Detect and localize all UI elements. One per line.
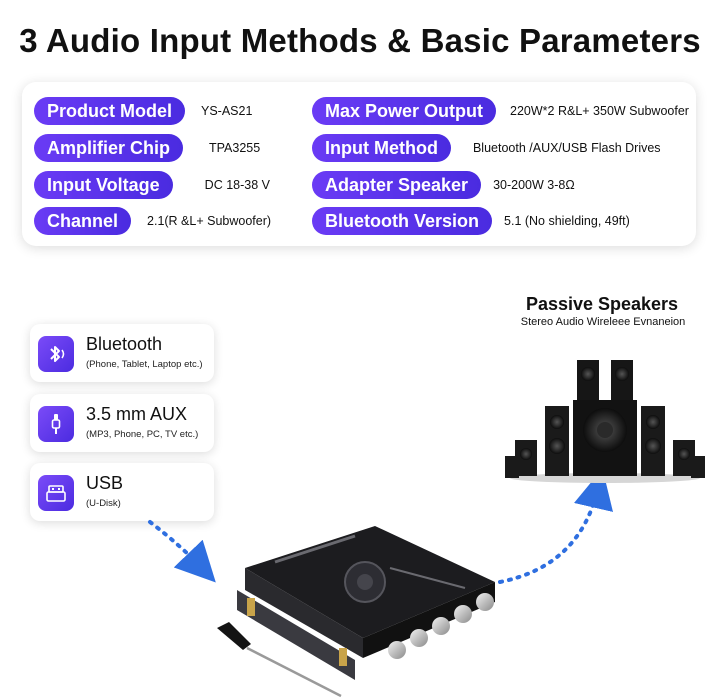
spec-row-product-model: Product Model YS-AS21 — [34, 97, 252, 125]
speakers-title: Passive Speakers — [525, 294, 679, 314]
usb-icon — [38, 475, 74, 511]
spec-label: Bluetooth Version — [312, 207, 493, 235]
spec-label: Max Power Output — [312, 97, 497, 125]
spec-label: Input Method — [312, 134, 451, 162]
spec-value: 5.1 (No shielding, 49ft) — [504, 214, 630, 228]
spec-row-input-voltage: Input Voltage DC 18-38 V — [34, 171, 270, 199]
input-card-bluetooth: Bluetooth (Phone, Tablet, Laptop etc.) — [30, 324, 214, 382]
input-subtitle: (U-Disk) — [86, 498, 121, 509]
spec-row-adapter-speaker: Adapter Speaker 30-200W 3-8Ω — [312, 171, 575, 199]
spec-value: 30-200W 3-8Ω — [493, 178, 575, 192]
spec-label: Amplifier Chip — [34, 134, 184, 162]
input-title: Bluetooth — [86, 334, 163, 354]
spec-row-channel: Channel 2.1(R &L+ Subwoofer) — [34, 207, 271, 235]
spec-value: Bluetooth /AUX/USB Flash Drives — [472, 141, 661, 155]
input-title: USB — [86, 473, 124, 493]
aux-jack-icon — [38, 406, 74, 442]
spec-value: YS-AS21 — [201, 104, 253, 118]
bluetooth-icon — [38, 336, 74, 372]
arrow-board-to-speakers — [498, 468, 613, 584]
input-subtitle: (Phone, Tablet, Laptop etc.) — [86, 359, 203, 370]
spec-row-bluetooth-version: Bluetooth Version 5.1 (No shielding, 49f… — [312, 207, 630, 235]
speaker-set-illustration — [505, 360, 705, 483]
spec-value: TPA3255 — [209, 141, 261, 155]
spec-value: DC 18-38 V — [204, 178, 270, 192]
spec-label: Adapter Speaker — [312, 171, 482, 199]
input-card-aux: 3.5 mm AUX (MP3, Phone, PC, TV etc.) — [30, 394, 214, 452]
spec-row-input-method: Input Method Bluetooth /AUX/USB Flash Dr… — [312, 134, 661, 162]
spec-label: Channel — [34, 207, 132, 235]
spec-value: 220W*2 R&L+ 350W Subwoofer — [510, 104, 689, 118]
speakers-subtitle: Stereo Audio Wireleee Evnaneion — [520, 316, 686, 328]
spec-label: Input Voltage — [34, 171, 173, 199]
arrow-inputs-to-board — [148, 520, 216, 583]
page-title: 3 Audio Input Methods & Basic Parameters — [19, 22, 701, 59]
spec-panel: Product Model YS-AS21 Amplifier Chip TPA… — [22, 82, 696, 246]
amplifier-board-illustration — [217, 526, 495, 698]
input-title: 3.5 mm AUX — [86, 404, 188, 424]
spec-value: 2.1(R &L+ Subwoofer) — [147, 214, 272, 228]
spec-label: Product Model — [34, 97, 185, 125]
input-card-usb: USB (U-Disk) — [30, 463, 214, 521]
spec-row-max-power: Max Power Output 220W*2 R&L+ 350W Subwoo… — [312, 97, 689, 125]
input-subtitle: (MP3, Phone, PC, TV etc.) — [86, 429, 199, 440]
spec-row-amplifier-chip: Amplifier Chip TPA3255 — [34, 134, 260, 162]
